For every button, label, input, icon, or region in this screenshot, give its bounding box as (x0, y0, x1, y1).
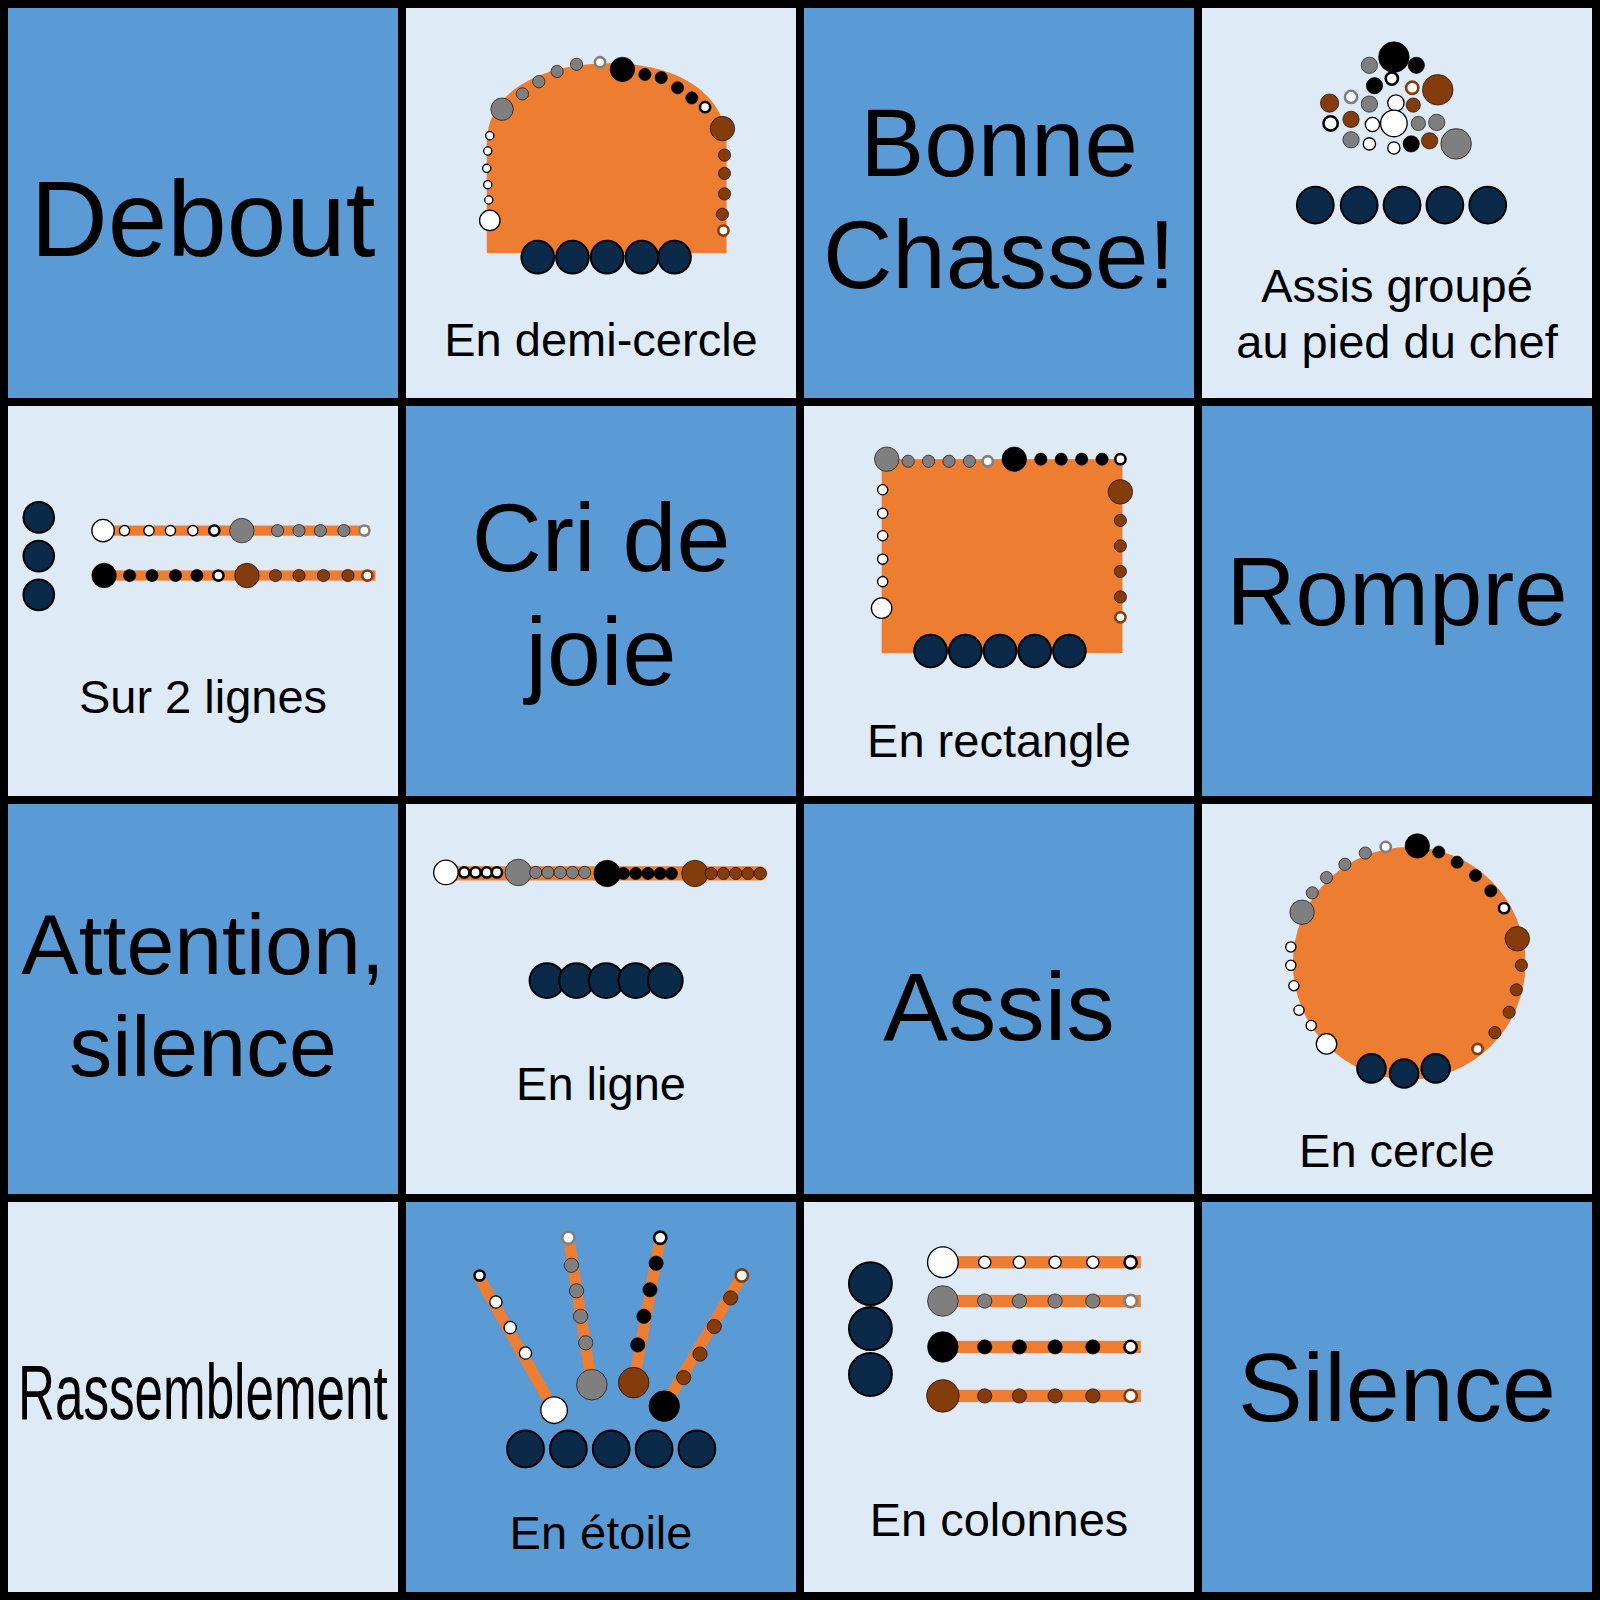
command-card: Cri de joie (406, 406, 796, 796)
command-word: Rassemblement (18, 1348, 261, 1438)
formation-caption: En colonnes (812, 1493, 1186, 1547)
command-word: Cri de joie (414, 481, 788, 708)
command-card: Assis (804, 804, 1194, 1194)
formation-card: Sur 2 lignes (8, 406, 398, 796)
formation-card: Assis groupé au pied du chef (1202, 8, 1592, 398)
formation-card: En ligne (406, 804, 796, 1194)
command-word: Attention, silence (14, 893, 392, 1098)
formation-card: Rassemblement (8, 1202, 398, 1592)
formation-caption: En étoile (414, 1506, 788, 1560)
formation-card: En rectangle (804, 406, 1194, 796)
command-card: Silence (1202, 1202, 1592, 1592)
formation-card: En cercle (1202, 804, 1592, 1194)
command-word: Silence (1210, 1332, 1584, 1444)
formation-caption: En rectangle (812, 714, 1186, 768)
formation-caption: Assis groupé au pied du chef (1232, 258, 1562, 371)
command-card: En étoile (406, 1202, 796, 1592)
formation-card: En colonnes (804, 1202, 1194, 1592)
command-card: Debout (8, 8, 398, 398)
formation-caption: En cercle (1210, 1124, 1584, 1178)
command-word: Assis (812, 951, 1186, 1063)
formation-card: En demi-cercle (406, 8, 796, 398)
formation-caption: En demi-cercle (414, 313, 788, 367)
formation-caption: Sur 2 lignes (16, 670, 390, 724)
command-word: Debout (16, 158, 390, 281)
command-card: Bonne Chasse! (804, 8, 1194, 398)
formation-caption: En ligne (414, 1057, 788, 1111)
command-word: Rompre (1210, 537, 1584, 647)
command-card: Attention, silence (8, 804, 398, 1194)
command-word: Bonne Chasse! (812, 87, 1186, 312)
command-card: Rompre (1202, 406, 1592, 796)
